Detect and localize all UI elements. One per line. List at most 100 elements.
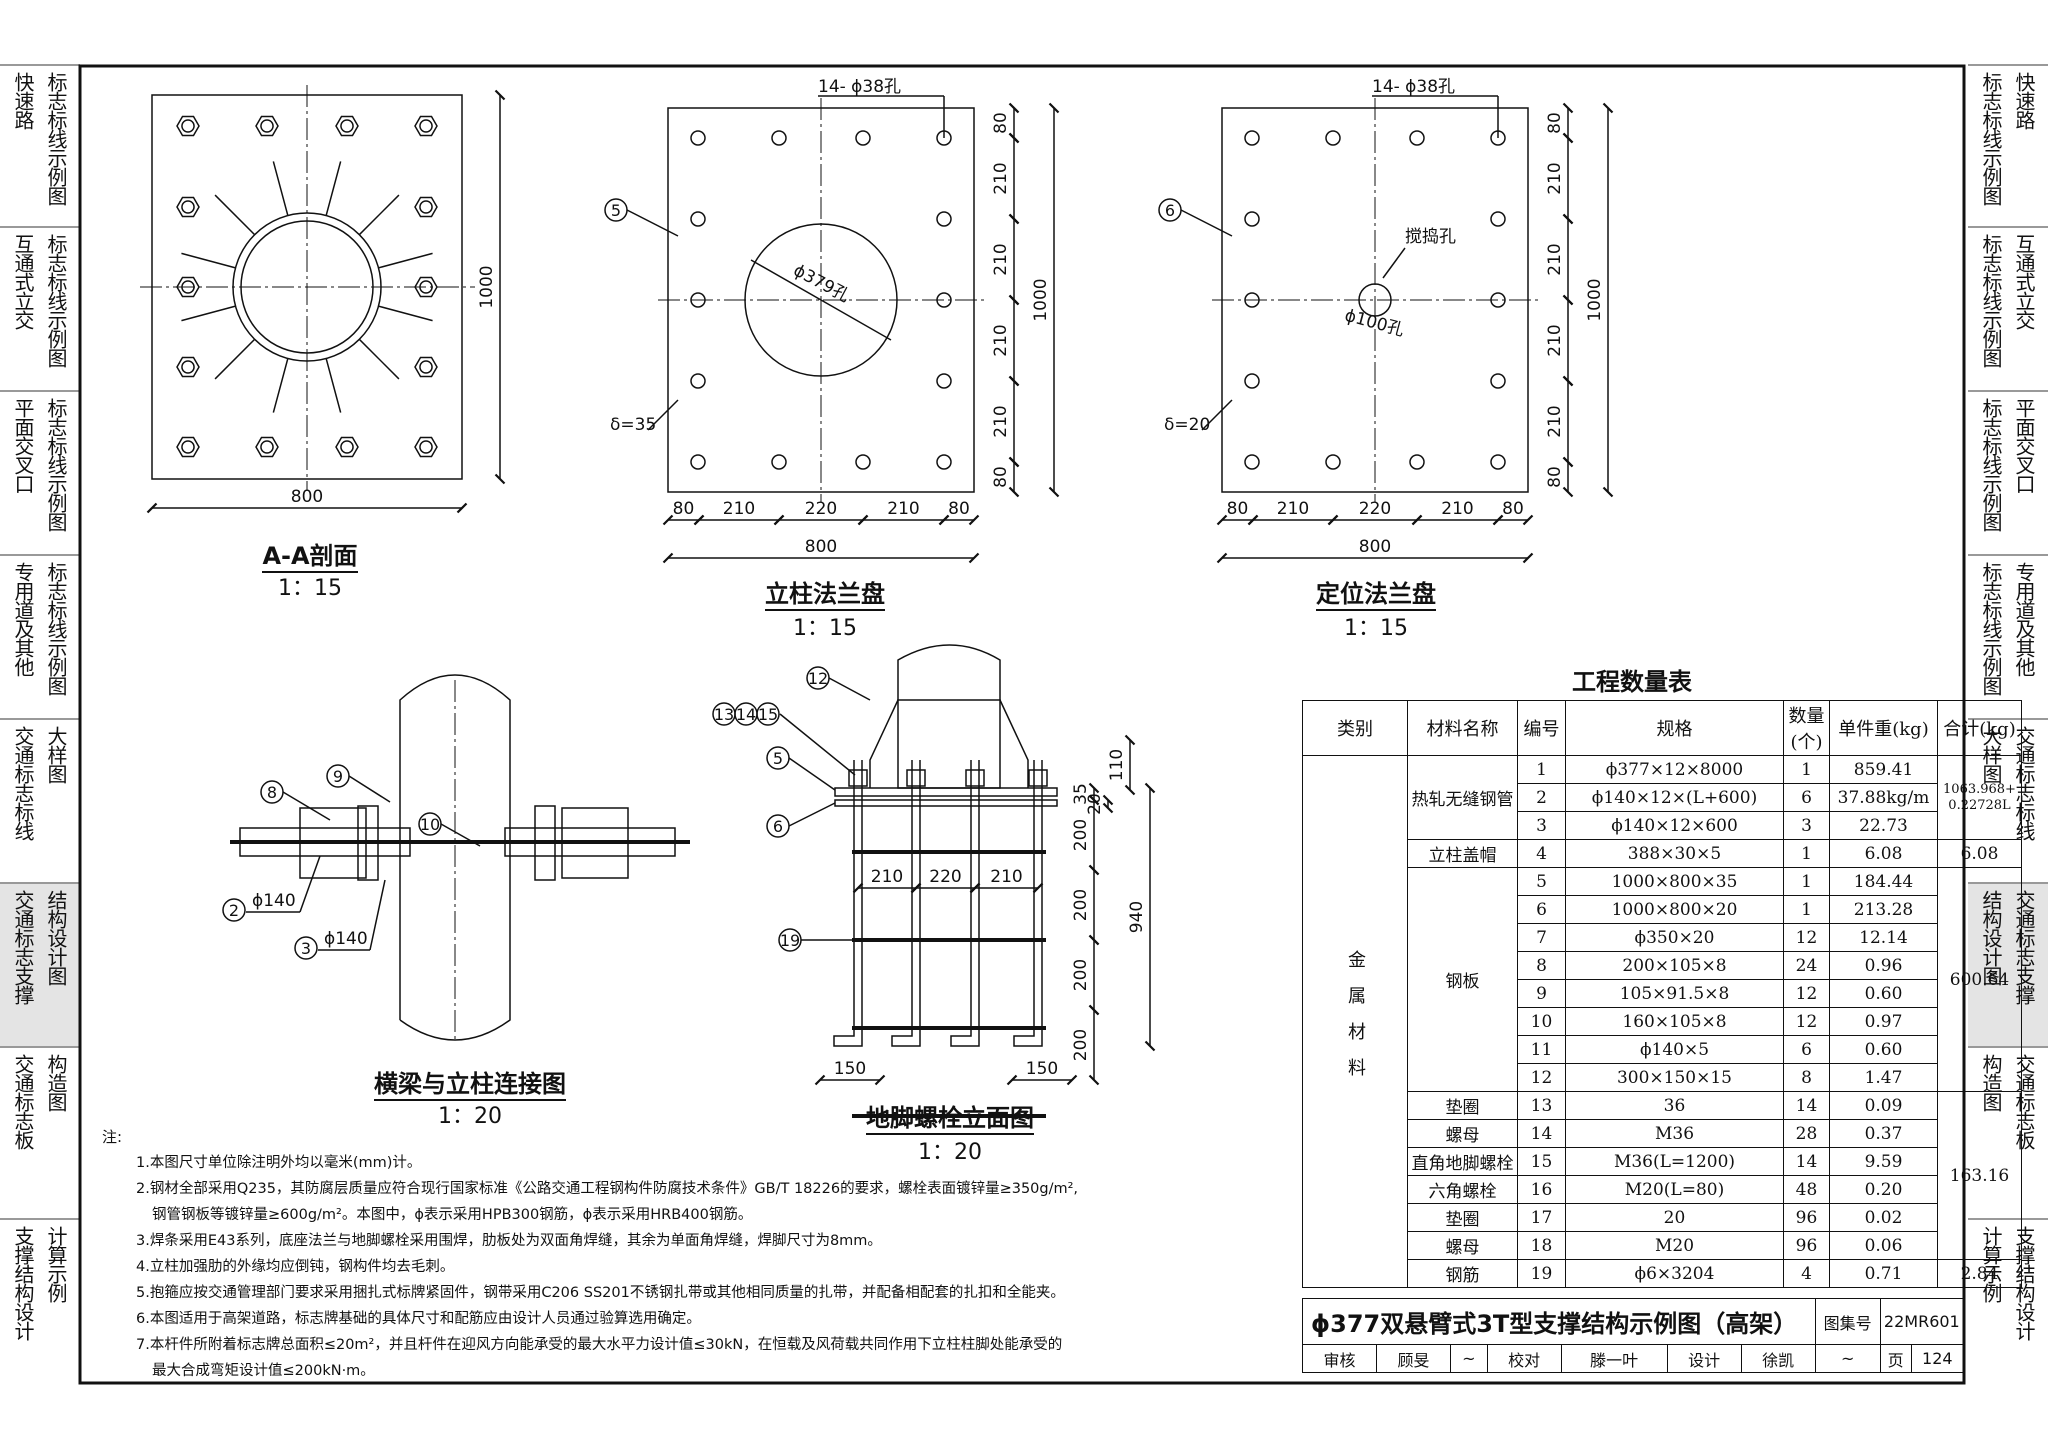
bolt-hole bbox=[855, 130, 871, 146]
sidebar-section-3[interactable]: 标志标线示例图专用道及其他 bbox=[1968, 554, 2048, 718]
bolt-hole bbox=[419, 280, 433, 294]
table-cell: 1 bbox=[1517, 755, 1566, 784]
sidebar-section-2[interactable]: 平面交叉口标志标线示例图 bbox=[0, 390, 80, 554]
leader-line bbox=[1201, 399, 1233, 431]
dimension-label: 220 bbox=[805, 499, 837, 519]
table-cell: 热轧无缝钢管 bbox=[1407, 755, 1518, 840]
leader-line bbox=[647, 399, 679, 431]
table-cell: 6 bbox=[1783, 1035, 1830, 1064]
bolt-nut bbox=[848, 769, 868, 787]
table-header: 编号 bbox=[1517, 700, 1566, 756]
sidebar-section-0[interactable]: 快速路标志标线示例图 bbox=[0, 64, 80, 226]
bolt-nut bbox=[414, 436, 438, 458]
sidebar-section-label: 大样图 bbox=[44, 726, 68, 783]
dimension-label: 150 bbox=[834, 1059, 866, 1079]
sidebar-section-0[interactable]: 标志标线示例图快速路 bbox=[1968, 64, 2048, 226]
part-number: 9 bbox=[333, 767, 343, 786]
bolt-hole bbox=[1325, 454, 1341, 470]
leader-line bbox=[1180, 209, 1233, 237]
sidebar-section-3[interactable]: 专用道及其他标志标线示例图 bbox=[0, 554, 80, 718]
table-cell: 1 bbox=[1783, 755, 1830, 784]
general-notes: 注: 1.本图尺寸单位除注明外均以毫米(mm)计。2.钢材全部采用Q235，其防… bbox=[102, 1124, 1296, 1384]
bolt-hole bbox=[181, 200, 195, 214]
bolt-hole bbox=[1490, 292, 1506, 308]
dimension-label: 80 bbox=[1227, 499, 1249, 519]
table-cell: 8 bbox=[1783, 1063, 1830, 1092]
stiffener-rib bbox=[272, 161, 289, 216]
column-flange-scale: 1：15 bbox=[793, 616, 857, 641]
sidebar-section-4[interactable]: 交通标志标线大样图 bbox=[0, 718, 80, 882]
table-cell: 0.06 bbox=[1829, 1231, 1938, 1260]
sidebar-section-label: 标志标线示例图 bbox=[44, 562, 68, 695]
table-cell: ϕ140×5 bbox=[1565, 1035, 1784, 1064]
note-line: 5.抱箍应按交通管理部门要求采用捆扎式标牌紧固件，钢带采用C206 SS201不… bbox=[136, 1285, 1065, 1301]
table-cell: 300×150×15 bbox=[1565, 1063, 1784, 1092]
bolt-nut bbox=[176, 436, 200, 458]
reviewer-signature: ~ bbox=[1449, 1344, 1488, 1373]
atlas-number: 22MR601 bbox=[1879, 1298, 1965, 1345]
table-cell: 1.47 bbox=[1829, 1063, 1938, 1092]
bolt-hole bbox=[1244, 454, 1260, 470]
column-pipe-inner bbox=[240, 220, 374, 354]
table-cell: 0.60 bbox=[1829, 1035, 1938, 1064]
table-cell: 163.16 bbox=[1937, 1091, 2022, 1260]
sidebar-section-1[interactable]: 互通式立交标志标线示例图 bbox=[0, 226, 80, 390]
sidebar-section-1[interactable]: 标志标线示例图互通式立交 bbox=[1968, 226, 2048, 390]
bolt-nut bbox=[1028, 769, 1048, 787]
table-cell: 1000×800×35 bbox=[1565, 867, 1784, 896]
sidebar-section-2[interactable]: 标志标线示例图平面交叉口 bbox=[1968, 390, 2048, 554]
bolt-nut bbox=[255, 436, 279, 458]
table-cell: M20(L=80) bbox=[1565, 1175, 1784, 1204]
table-cell: 19 bbox=[1517, 1259, 1566, 1288]
bolt-hole bbox=[260, 119, 274, 133]
part-number: 15 bbox=[758, 705, 778, 724]
table-cell: 直角地脚螺栓 bbox=[1407, 1147, 1518, 1176]
leader-line bbox=[369, 879, 386, 951]
bolt-hole bbox=[936, 211, 952, 227]
dimension-label: 200 bbox=[1071, 889, 1091, 921]
table-cell: 0.71 bbox=[1829, 1259, 1938, 1288]
table-cell: 钢板 bbox=[1407, 867, 1518, 1092]
bolt-hole bbox=[1490, 454, 1506, 470]
leader-line bbox=[440, 823, 481, 847]
sidebar-section-7[interactable]: 支撑结构设计计算示例 bbox=[0, 1218, 80, 1390]
category-cell: 金属材料 bbox=[1302, 755, 1408, 1288]
sidebar-section-label: 标志标线示例图 bbox=[1979, 398, 2003, 531]
table-cell: 2.84 bbox=[1937, 1259, 2022, 1288]
note-line: 最大合成弯矩设计值≤200kN·m。 bbox=[152, 1363, 375, 1379]
bolt-nut bbox=[176, 276, 200, 298]
stiffener-rib bbox=[358, 338, 400, 380]
connection-flange bbox=[534, 805, 556, 881]
sidebar-section-6[interactable]: 交通标志板构造图 bbox=[0, 1046, 80, 1218]
sidebar-section-label: 快速路 bbox=[2012, 72, 2036, 129]
positioning-flange-title: 定位法兰盘 bbox=[1276, 574, 1476, 611]
bolt-hole bbox=[419, 440, 433, 454]
table-cell: 6.08 bbox=[1829, 839, 1938, 868]
note-line: 钢管钢板等镀锌量≥600g/m²。本图中，ϕ表示采用HPB300钢筋，ɸ表示采用… bbox=[152, 1207, 753, 1223]
bolt-hole bbox=[1325, 130, 1341, 146]
table-cell: 16 bbox=[1517, 1175, 1566, 1204]
column-pipe bbox=[399, 674, 511, 1041]
page-label: 页 bbox=[1879, 1344, 1912, 1373]
bolt-hole bbox=[1490, 211, 1506, 227]
table-cell: 388×30×5 bbox=[1565, 839, 1784, 868]
table-cell: 11 bbox=[1517, 1035, 1566, 1064]
sidebar-section-label: 标志标线示例图 bbox=[1979, 562, 2003, 695]
sidebar-section-label: 标志标线示例图 bbox=[44, 72, 68, 205]
bolt-hole bbox=[690, 373, 706, 389]
part-callout bbox=[294, 936, 318, 960]
sidebar-section-5[interactable]: 交通标志支撑结构设计图 bbox=[0, 882, 80, 1046]
note-line: 1.本图尺寸单位除注明外均以毫米(mm)计。 bbox=[136, 1155, 422, 1171]
review-label: 审核 bbox=[1302, 1344, 1377, 1373]
table-cell: 螺母 bbox=[1407, 1119, 1518, 1148]
page-number: 124 bbox=[1910, 1344, 1965, 1373]
bolt-hole bbox=[1244, 292, 1260, 308]
bolt-nut bbox=[414, 356, 438, 378]
table-cell: 2 bbox=[1517, 783, 1566, 812]
